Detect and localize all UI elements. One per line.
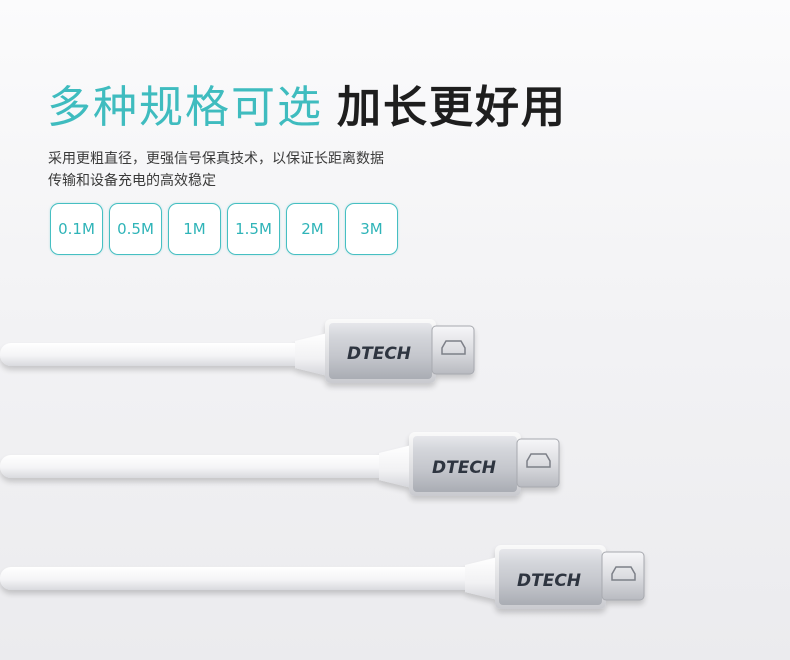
cable-1-strain-relief (295, 333, 328, 376)
length-option-3m[interactable]: 3M (345, 203, 398, 255)
cable-3-plug-port (611, 566, 636, 581)
headline-dark: 加长更好用 (337, 82, 567, 133)
length-option-0-1m[interactable]: 0.1M (50, 203, 103, 255)
cable-2-brand: DTECH (432, 458, 496, 478)
cable-2-wire (0, 455, 390, 478)
length-option-2m[interactable]: 2M (286, 203, 339, 255)
cable-2-shell (413, 436, 517, 492)
cable-3-strain-relief (465, 557, 498, 600)
length-options: 0.1M 0.5M 1M 1.5M 2M 3M (50, 203, 398, 255)
length-option-1m[interactable]: 1M (168, 203, 221, 255)
cable-1-wire (0, 343, 305, 366)
cable-1-shell (329, 323, 432, 379)
cable-3-micro-usb-plug (601, 551, 645, 601)
headline-accent: 多种规格可选 (47, 82, 323, 133)
description: 采用更粗直径，更强信号保真技术，以保证长距离数据 传输和设备充电的高效稳定 (48, 148, 384, 192)
cable-1-micro-usb-plug (431, 325, 475, 375)
cable-1-plug-port (441, 340, 466, 355)
description-line-1: 采用更粗直径，更强信号保真技术，以保证长距离数据 (48, 151, 384, 167)
cable-3-shell (499, 549, 602, 605)
headline: 多种规格可选加长更好用 (47, 82, 567, 134)
cable-3-wire (0, 567, 475, 590)
cable-2: DTECH (0, 432, 560, 496)
cable-1-brand: DTECH (347, 344, 411, 364)
cable-3-brand: DTECH (517, 571, 581, 591)
description-line-2: 传输和设备充电的高效稳定 (48, 173, 216, 189)
length-option-0-5m[interactable]: 0.5M (109, 203, 162, 255)
cable-2-micro-usb-plug (516, 438, 560, 488)
length-option-1-5m[interactable]: 1.5M (227, 203, 280, 255)
cable-2-plug-port (526, 453, 551, 468)
cable-3: DTECH (0, 545, 645, 609)
cable-1: DTECH (0, 319, 475, 383)
cable-2-strain-relief (379, 445, 412, 488)
